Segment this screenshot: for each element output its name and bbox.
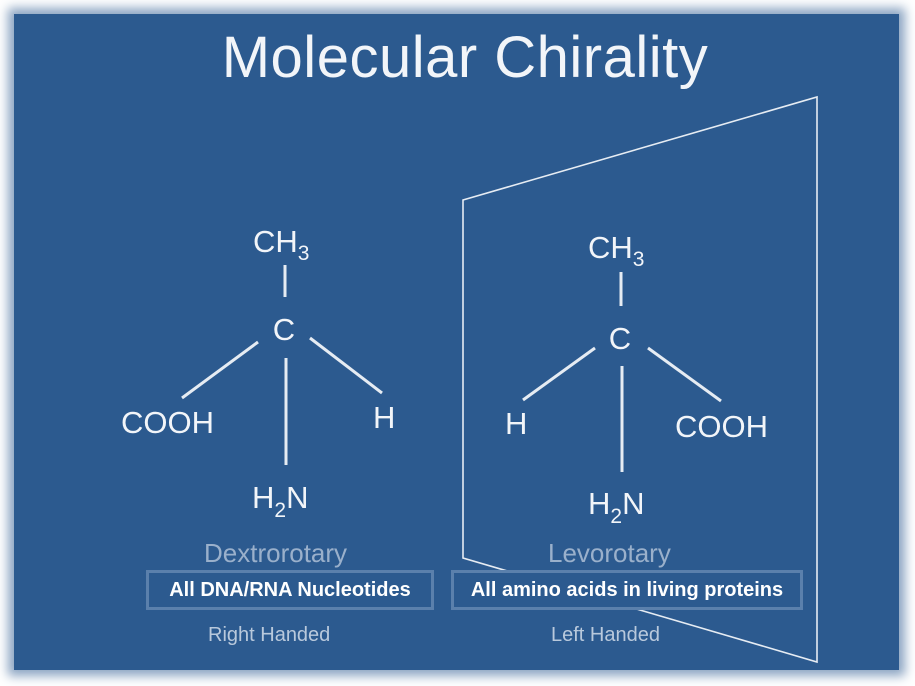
- left-bond-left: [181, 340, 259, 400]
- right-molecule: CH3 C H COOH H2N: [505, 230, 768, 528]
- right-bond-left: [522, 346, 596, 402]
- mirror-plane: [462, 95, 818, 664]
- left-bond-right: [309, 336, 383, 395]
- left-right-group: H: [373, 400, 395, 435]
- left-box-label: All DNA/RNA Nucleotides: [146, 570, 434, 610]
- left-center-atom: C: [273, 312, 295, 347]
- left-bottom-group: H2N: [252, 480, 308, 522]
- right-top-group: CH3: [588, 230, 644, 271]
- left-rotation-label: Dextrorotary: [204, 538, 348, 568]
- right-center-atom: C: [609, 321, 631, 356]
- right-box-label: All amino acids in living proteins: [451, 570, 803, 610]
- left-hand-label: Right Handed: [208, 624, 331, 646]
- slide: [14, 14, 899, 670]
- left-left-group: COOH: [121, 405, 214, 440]
- right-bond-right: [647, 346, 722, 403]
- right-bottom-group: H2N: [588, 486, 644, 528]
- left-molecule: CH3 C COOH H H2N: [121, 224, 395, 522]
- right-hand-label: Left Handed: [551, 624, 660, 646]
- right-left-group: H: [505, 406, 527, 441]
- right-right-group: COOH: [675, 409, 768, 444]
- slide-title: Molecular Chirality: [221, 25, 709, 90]
- right-rotation-label: Levorotary: [548, 538, 671, 568]
- left-top-group: CH3: [253, 224, 309, 265]
